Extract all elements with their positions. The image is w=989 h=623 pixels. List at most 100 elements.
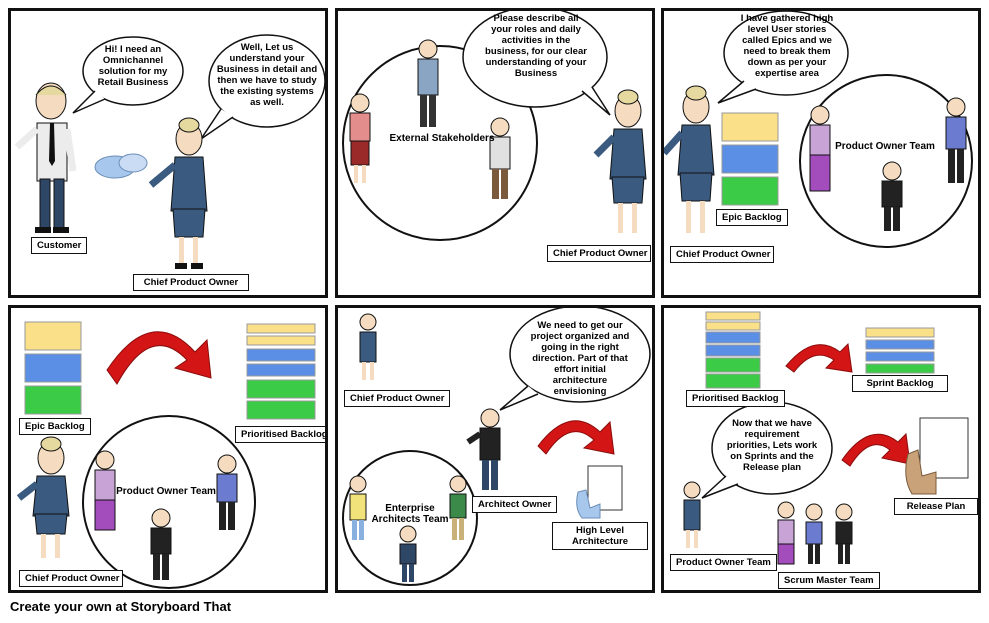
panel-6-scene (683, 311, 969, 565)
panel-2-scene (342, 11, 647, 241)
epic-backlog-label: Epic Backlog (716, 209, 788, 226)
team-member-figure (399, 525, 417, 582)
team-member-figure (349, 475, 367, 540)
sprint-backlog-label: Sprint Backlog (852, 375, 948, 392)
circle-label: Product Owner Team (116, 486, 216, 497)
product-owner-team-circle (799, 74, 973, 248)
panel-4-scene (16, 321, 316, 589)
chief-product-owner-figure (359, 313, 377, 380)
prioritised-backlog-item (705, 321, 761, 331)
prioritised-backlog-item (705, 373, 761, 389)
sprint-backlog-item (865, 339, 935, 350)
bubble-text: Please describe all your roles and daily… (485, 13, 587, 79)
handshake-icon (94, 153, 148, 179)
stakeholder-figure (417, 39, 439, 127)
team-member-figure (881, 161, 903, 231)
panel-3-scene (664, 11, 973, 248)
prioritised-backlog-item (705, 344, 761, 357)
chief-product-owner-label: Chief Product Owner (670, 246, 774, 263)
panel-1: Hi! I need an Omnichannel solution for m… (8, 8, 328, 298)
chief-product-owner-label: Chief Product Owner (547, 245, 651, 262)
team-member-figure (94, 450, 116, 531)
panel-5-scene (342, 308, 651, 586)
product-owner-team-circle (82, 415, 256, 589)
epic-backlog-yellow (721, 112, 779, 142)
panel-3: I have gathered high level User stories … (661, 8, 981, 298)
team-member-figure (809, 105, 831, 192)
prioritised-backlog-label: Prioritised Backlog (235, 426, 325, 443)
product-owner-team-label: Product Owner Team (670, 554, 777, 571)
prioritised-backlog-item (246, 379, 316, 399)
prioritised-backlog-item (246, 323, 316, 334)
sprint-backlog-item (865, 351, 935, 362)
architect-owner-figure (466, 408, 501, 490)
panel-1-scene (14, 34, 325, 269)
enterprise-architects-circle (342, 450, 478, 586)
panel-5: We need to get our project organized and… (335, 305, 655, 593)
speech-bubble-owner (723, 11, 849, 96)
chief-product-owner-label: Chief Product Owner (19, 570, 123, 587)
stakeholder-figure (489, 117, 511, 199)
speech-bubble-owner (462, 11, 608, 108)
prioritised-backlog-item (705, 311, 761, 321)
chief-product-owner-label: Chief Product Owner (133, 274, 249, 291)
epic-backlog-green (721, 176, 779, 206)
customer-label: Customer (31, 237, 88, 254)
panel-6: Prioritised Backlog Sprint Backlog Now t… (661, 305, 981, 593)
curved-arrow-icon (785, 342, 853, 373)
speech-bubble-architect (509, 308, 651, 403)
bubble-text: Now that we have requirement priorities,… (726, 418, 818, 473)
prioritised-backlog-item (705, 331, 761, 344)
prioritised-backlog-item (246, 363, 316, 377)
epic-backlog-green (24, 385, 82, 415)
bubble-text: Well, Let us understand your Business in… (216, 42, 318, 108)
prioritised-backlog-label: Prioritised Backlog (686, 390, 785, 407)
epic-backlog-blue (24, 353, 82, 383)
team-member-figure (945, 97, 967, 183)
bubble-text: Hi! I need an Omnichannel solution for m… (97, 44, 169, 88)
chief-product-owner-figure (148, 117, 208, 269)
customer-figure (14, 82, 77, 233)
circle-label: External Stakeholders (389, 133, 495, 144)
team-member-figure (805, 503, 823, 564)
chief-product-owner-figure (16, 436, 70, 558)
bubble-text: I have gathered high level User stories … (740, 13, 834, 79)
release-plan-label: Release Plan (894, 498, 978, 515)
circle-label: Product Owner Team (835, 141, 935, 152)
panel-2: Please describe all your roles and daily… (335, 8, 655, 298)
stakeholder-figure (349, 93, 371, 183)
bubble-text: We need to get our project organized and… (530, 320, 630, 397)
product-owner-figure (683, 481, 701, 548)
panel-4: Epic Backlog Prioritised Backlog Product… (8, 305, 328, 593)
prioritised-backlog-item (705, 357, 761, 373)
hand-holding-paper-icon (576, 489, 601, 519)
team-member-figure (835, 503, 853, 564)
paper-sheet-icon (587, 465, 623, 511)
speech-bubble-owner (208, 34, 325, 128)
sprint-backlog-item (865, 363, 935, 374)
curved-arrow-icon (537, 420, 615, 455)
prioritised-backlog-item (246, 335, 316, 346)
prioritised-backlog-item (246, 348, 316, 362)
chief-product-owner-figure (593, 89, 647, 233)
footer-credit: Create your own at Storyboard That (10, 599, 232, 614)
team-member-figure (449, 475, 467, 540)
scrum-master-team-label: Scrum Master Team (778, 572, 880, 589)
team-member-figure (216, 454, 238, 530)
epic-backlog-label: Epic Backlog (19, 418, 91, 435)
curved-arrow-icon (106, 331, 212, 385)
paper-sheet-icon (919, 417, 969, 479)
epic-backlog-blue (721, 144, 779, 174)
team-member-figure (150, 508, 172, 580)
architect-owner-label: Architect Owner (472, 496, 558, 513)
epic-backlog-yellow (24, 321, 82, 351)
hand-holding-paper-icon (905, 449, 937, 495)
chief-product-owner-figure (664, 85, 715, 233)
speech-bubble-customer (82, 36, 184, 106)
high-level-architecture-label: High Level Architecture (552, 522, 648, 550)
chief-product-owner-label: Chief Product Owner (344, 390, 451, 407)
sprint-backlog-item (865, 327, 935, 338)
team-member-figure (777, 501, 795, 565)
curved-arrow-icon (841, 432, 911, 467)
prioritised-backlog-item (246, 400, 316, 420)
